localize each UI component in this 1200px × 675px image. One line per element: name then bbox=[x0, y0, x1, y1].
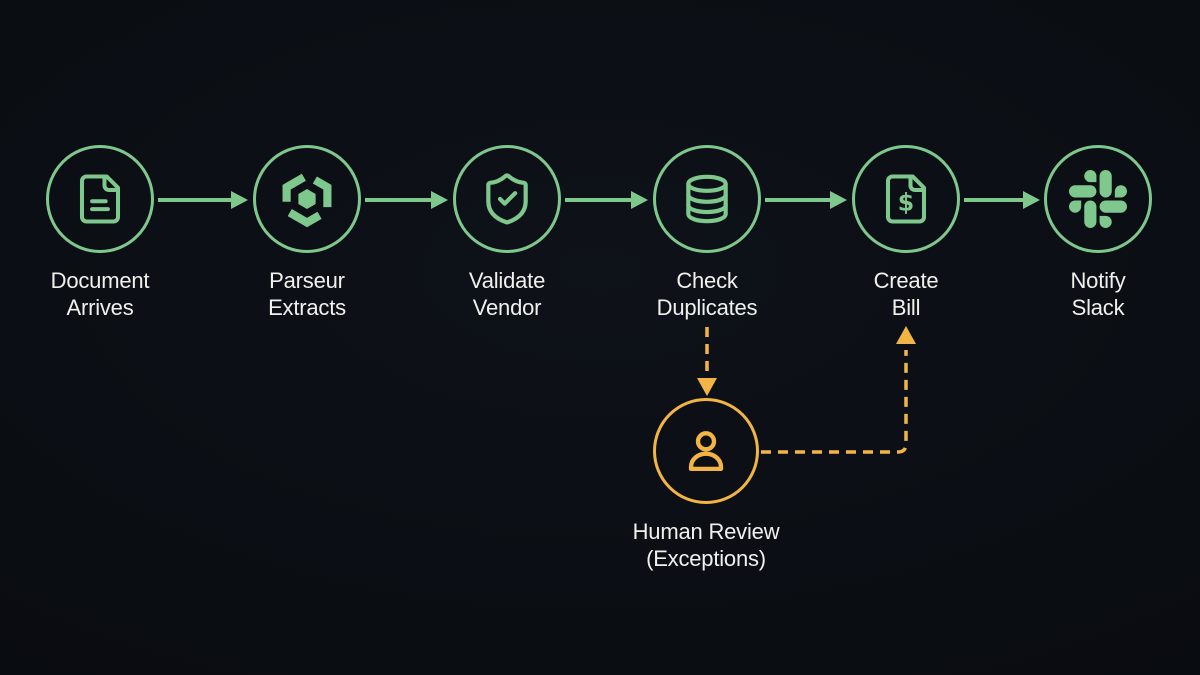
flow-node-create-bill: $ Create Bill bbox=[811, 145, 1001, 321]
node-label: Create Bill bbox=[873, 268, 939, 320]
file-icon bbox=[79, 174, 121, 224]
arrowhead-icon bbox=[896, 326, 916, 344]
node-label: Check Duplicates bbox=[656, 268, 758, 320]
flow-node-check-duplicates: Check Duplicates bbox=[612, 145, 802, 321]
flow-node-document-arrives: Document Arrives bbox=[5, 145, 195, 321]
user-body bbox=[688, 451, 724, 472]
user-icon bbox=[688, 431, 724, 472]
file-fold bbox=[908, 174, 927, 193]
node-circle bbox=[453, 145, 561, 253]
node-label: Parseur Extracts bbox=[268, 268, 346, 320]
arrow-parseur-to-validate bbox=[365, 191, 448, 209]
flow-node-notify-slack: Notify Slack bbox=[1003, 145, 1193, 321]
slack-shape bbox=[1099, 215, 1112, 228]
parseur-hexagon-ring bbox=[282, 170, 332, 228]
arrowhead-icon bbox=[231, 191, 248, 209]
dashed-arrow-check-to-human bbox=[697, 327, 717, 396]
flow-node-human-review: Human Review (Exceptions) bbox=[611, 398, 801, 572]
user-head bbox=[695, 431, 717, 452]
check-mark bbox=[497, 191, 518, 206]
node-label: Human Review (Exceptions) bbox=[632, 519, 780, 571]
node-circle bbox=[1044, 145, 1152, 253]
slack-shape bbox=[1084, 200, 1097, 228]
shield-outline bbox=[486, 173, 528, 225]
slack-shape bbox=[1099, 200, 1127, 213]
arrow-check-to-create bbox=[765, 191, 847, 209]
parseur-hexagon-core bbox=[298, 189, 316, 209]
database-body bbox=[686, 181, 728, 224]
node-circle bbox=[653, 398, 759, 504]
database-band bbox=[686, 192, 728, 204]
arrowhead-icon bbox=[431, 191, 448, 209]
flow-node-parseur-extracts: Parseur Extracts bbox=[212, 145, 402, 321]
arrowhead-icon bbox=[830, 191, 847, 209]
shield-check-icon bbox=[486, 173, 528, 225]
file-outline bbox=[79, 174, 121, 224]
slack-shape bbox=[1069, 200, 1082, 213]
arrowhead-icon bbox=[1023, 191, 1040, 209]
node-circle bbox=[253, 145, 361, 253]
node-label: Notify Slack bbox=[1070, 268, 1126, 320]
arrow-validate-to-check bbox=[565, 191, 648, 209]
dashed-arrow-human-to-create bbox=[761, 326, 916, 454]
parseur-logo-icon bbox=[282, 170, 332, 228]
slack-logo-icon bbox=[1069, 170, 1127, 228]
database-icon bbox=[686, 174, 728, 224]
database-top bbox=[686, 174, 728, 193]
flow-node-validate-vendor: Validate Vendor bbox=[412, 145, 602, 321]
node-circle bbox=[653, 145, 761, 253]
file-dollar-icon: $ bbox=[885, 174, 927, 224]
arrowhead-icon bbox=[631, 191, 648, 209]
node-label: Validate Vendor bbox=[468, 268, 546, 320]
slack-shape bbox=[1114, 185, 1127, 198]
slack-shape bbox=[1069, 185, 1097, 198]
database-band bbox=[686, 202, 728, 215]
arrowhead-icon bbox=[697, 378, 717, 396]
slack-shape bbox=[1084, 170, 1097, 183]
file-outline bbox=[885, 174, 927, 224]
node-circle: $ bbox=[852, 145, 960, 253]
file-fold bbox=[102, 174, 121, 193]
arrow-document-to-parseur bbox=[158, 191, 248, 209]
node-label: Document Arrives bbox=[50, 268, 150, 320]
node-circle bbox=[46, 145, 154, 253]
dashed-elbow-line bbox=[761, 350, 908, 454]
arrow-create-to-slack bbox=[964, 191, 1040, 209]
dollar-sign: $ bbox=[898, 189, 914, 217]
slack-shape bbox=[1099, 170, 1112, 198]
